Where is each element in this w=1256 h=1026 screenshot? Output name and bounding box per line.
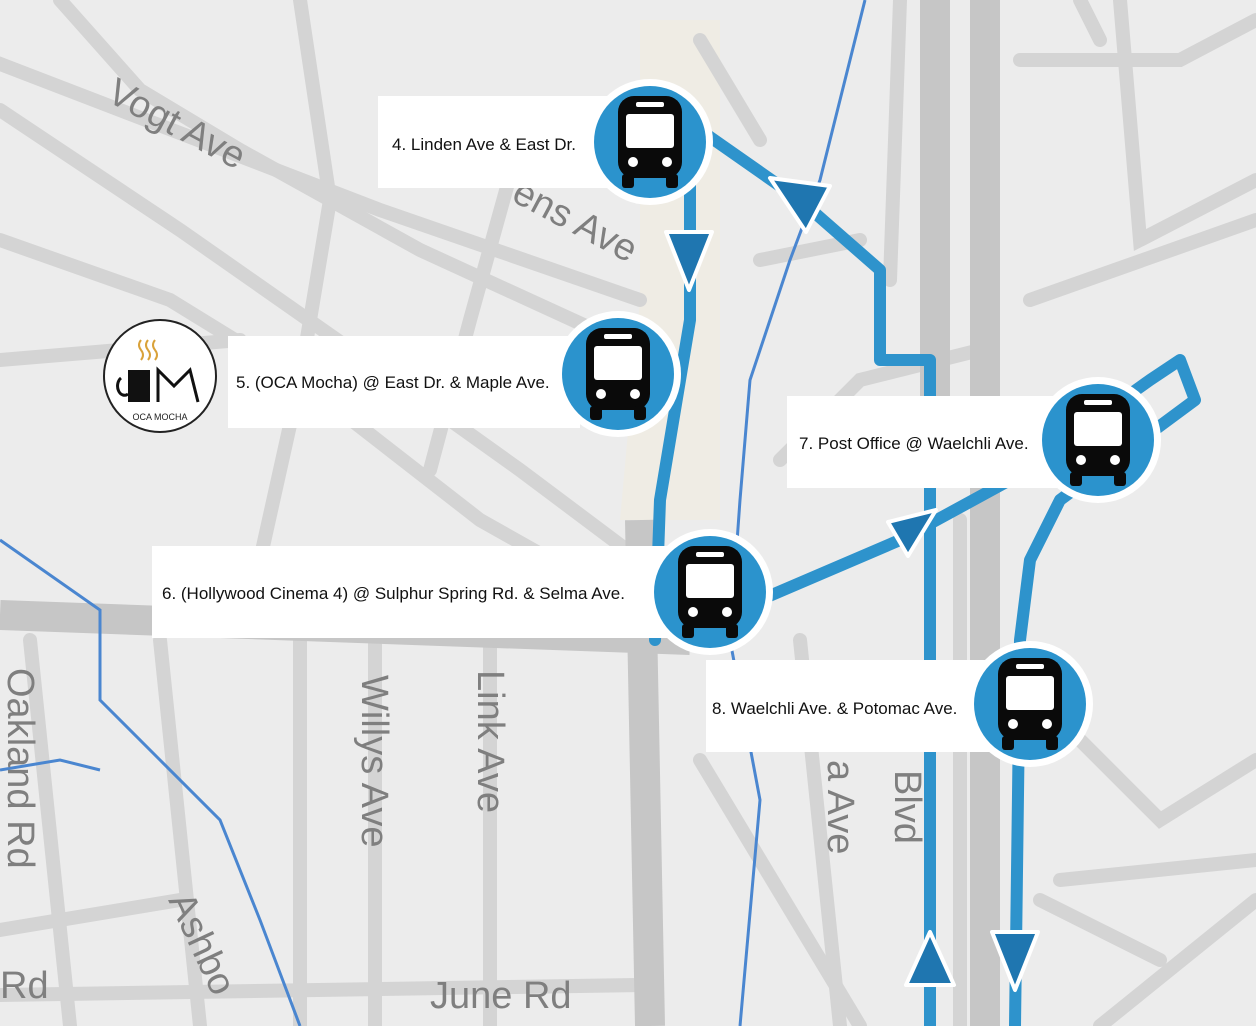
- street-label-blvd: Blvd: [886, 770, 928, 844]
- street-label-oakland: Oakland Rd: [0, 668, 41, 869]
- street-label-ave-partial: a Ave: [819, 760, 861, 854]
- stop-5[interactable]: 5. (OCA Mocha) @ East Dr. & Maple Ave.: [228, 311, 681, 437]
- stop-label-box: [378, 96, 628, 188]
- stop-6[interactable]: 6. (Hollywood Cinema 4) @ Sulphur Spring…: [152, 529, 773, 655]
- arrow-up-icon: [768, 176, 832, 234]
- arrow-up-icon: [886, 508, 938, 558]
- bus-icon: [678, 546, 742, 638]
- street-label-june: June Rd: [430, 975, 572, 1017]
- street-label-willys: Willys Ave: [353, 675, 395, 847]
- stop-label: 4. Linden Ave & East Dr.: [392, 135, 576, 154]
- stop-4[interactable]: 4. Linden Ave & East Dr.: [378, 79, 713, 205]
- road: [0, 56, 647, 307]
- arrow-up-icon: [904, 930, 956, 987]
- bus-icon: [998, 658, 1062, 750]
- stop-7[interactable]: 7. Post Office @ Waelchli Ave.: [787, 377, 1161, 503]
- stop-label-box: [228, 336, 580, 428]
- logo-text: OCA MOCHA: [132, 412, 187, 422]
- bus-icon: [586, 328, 650, 420]
- stop-label-box: [152, 546, 672, 638]
- street-label-rd: Rd: [0, 965, 49, 1007]
- stop-8[interactable]: 8. Waelchli Ave. & Potomac Ave.: [706, 641, 1093, 767]
- route-arrows: [664, 176, 1040, 992]
- stop-label: 6. (Hollywood Cinema 4) @ Sulphur Spring…: [162, 584, 625, 603]
- oca-mocha-logo: OCA MOCHA: [103, 319, 217, 433]
- bus-icon: [618, 96, 682, 188]
- stop-label: 5. (OCA Mocha) @ East Dr. & Maple Ave.: [236, 373, 550, 392]
- stop-label-box: [706, 660, 996, 752]
- arrow-down-icon: [990, 930, 1040, 992]
- bus-icon: [1066, 394, 1130, 486]
- arrow-down-icon: [664, 230, 714, 292]
- stop-label-box: [787, 396, 1057, 488]
- stop-label: 7. Post Office @ Waelchli Ave.: [799, 434, 1029, 453]
- stop-label: 8. Waelchli Ave. & Potomac Ave.: [712, 699, 957, 718]
- street-label-link: Link Ave: [469, 670, 511, 813]
